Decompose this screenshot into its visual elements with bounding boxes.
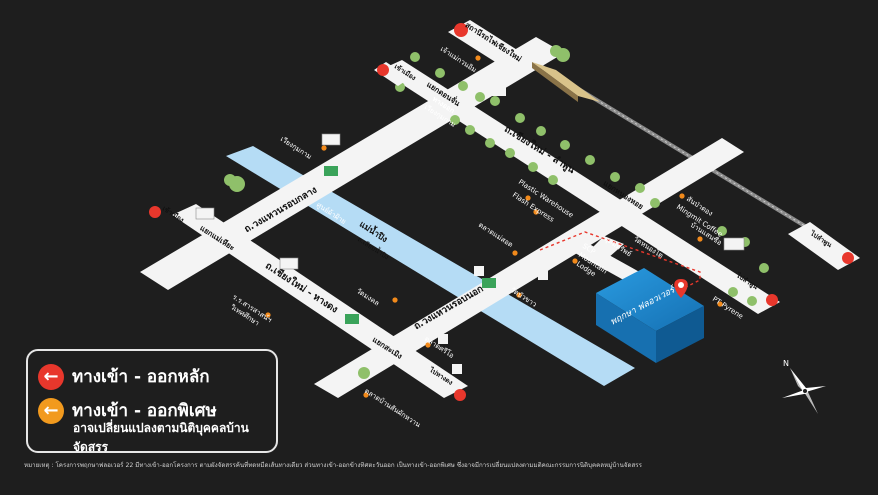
legend-special-entry: ← ทางเข้า - ออกพิเศษ [38,397,217,424]
legend-main-label: ทางเข้า - ออกหลัก [72,367,210,387]
building-icons [195,86,745,374]
footnote: หมายเหตุ : โครงการพฤกษาฟลอเวอร์ 22 มีทาง… [24,462,642,469]
ping-river [226,146,635,386]
arrow-left-icon: ← [38,397,64,424]
svg-text:N: N [783,359,789,368]
train-icon [532,62,600,102]
legend-main-entry: ← ทางเข้า - ออกหลัก [38,363,210,390]
legend: ← ทางเข้า - ออกหลัก ← ทางเข้า - ออกพิเศษ… [26,349,278,454]
special-route [539,231,701,291]
project-building: พฤกษา ฟลอวเวอร์ 22 [596,268,704,363]
poi-markers [265,55,723,398]
legend-special-note: อาจเปลี่ยนแปลงตามนิติบุคคลบ้านจัดสรร [73,421,249,454]
road-chiangmai-lamphun [380,60,780,314]
arrow-left-icon: ← [38,363,64,390]
compass-icon: N [782,359,826,414]
legend-special-label: ทางเข้า - ออกพิเศษ [72,401,217,421]
road-outer-ring [314,138,744,398]
trees [224,45,769,379]
project-pin-icon [674,279,688,298]
